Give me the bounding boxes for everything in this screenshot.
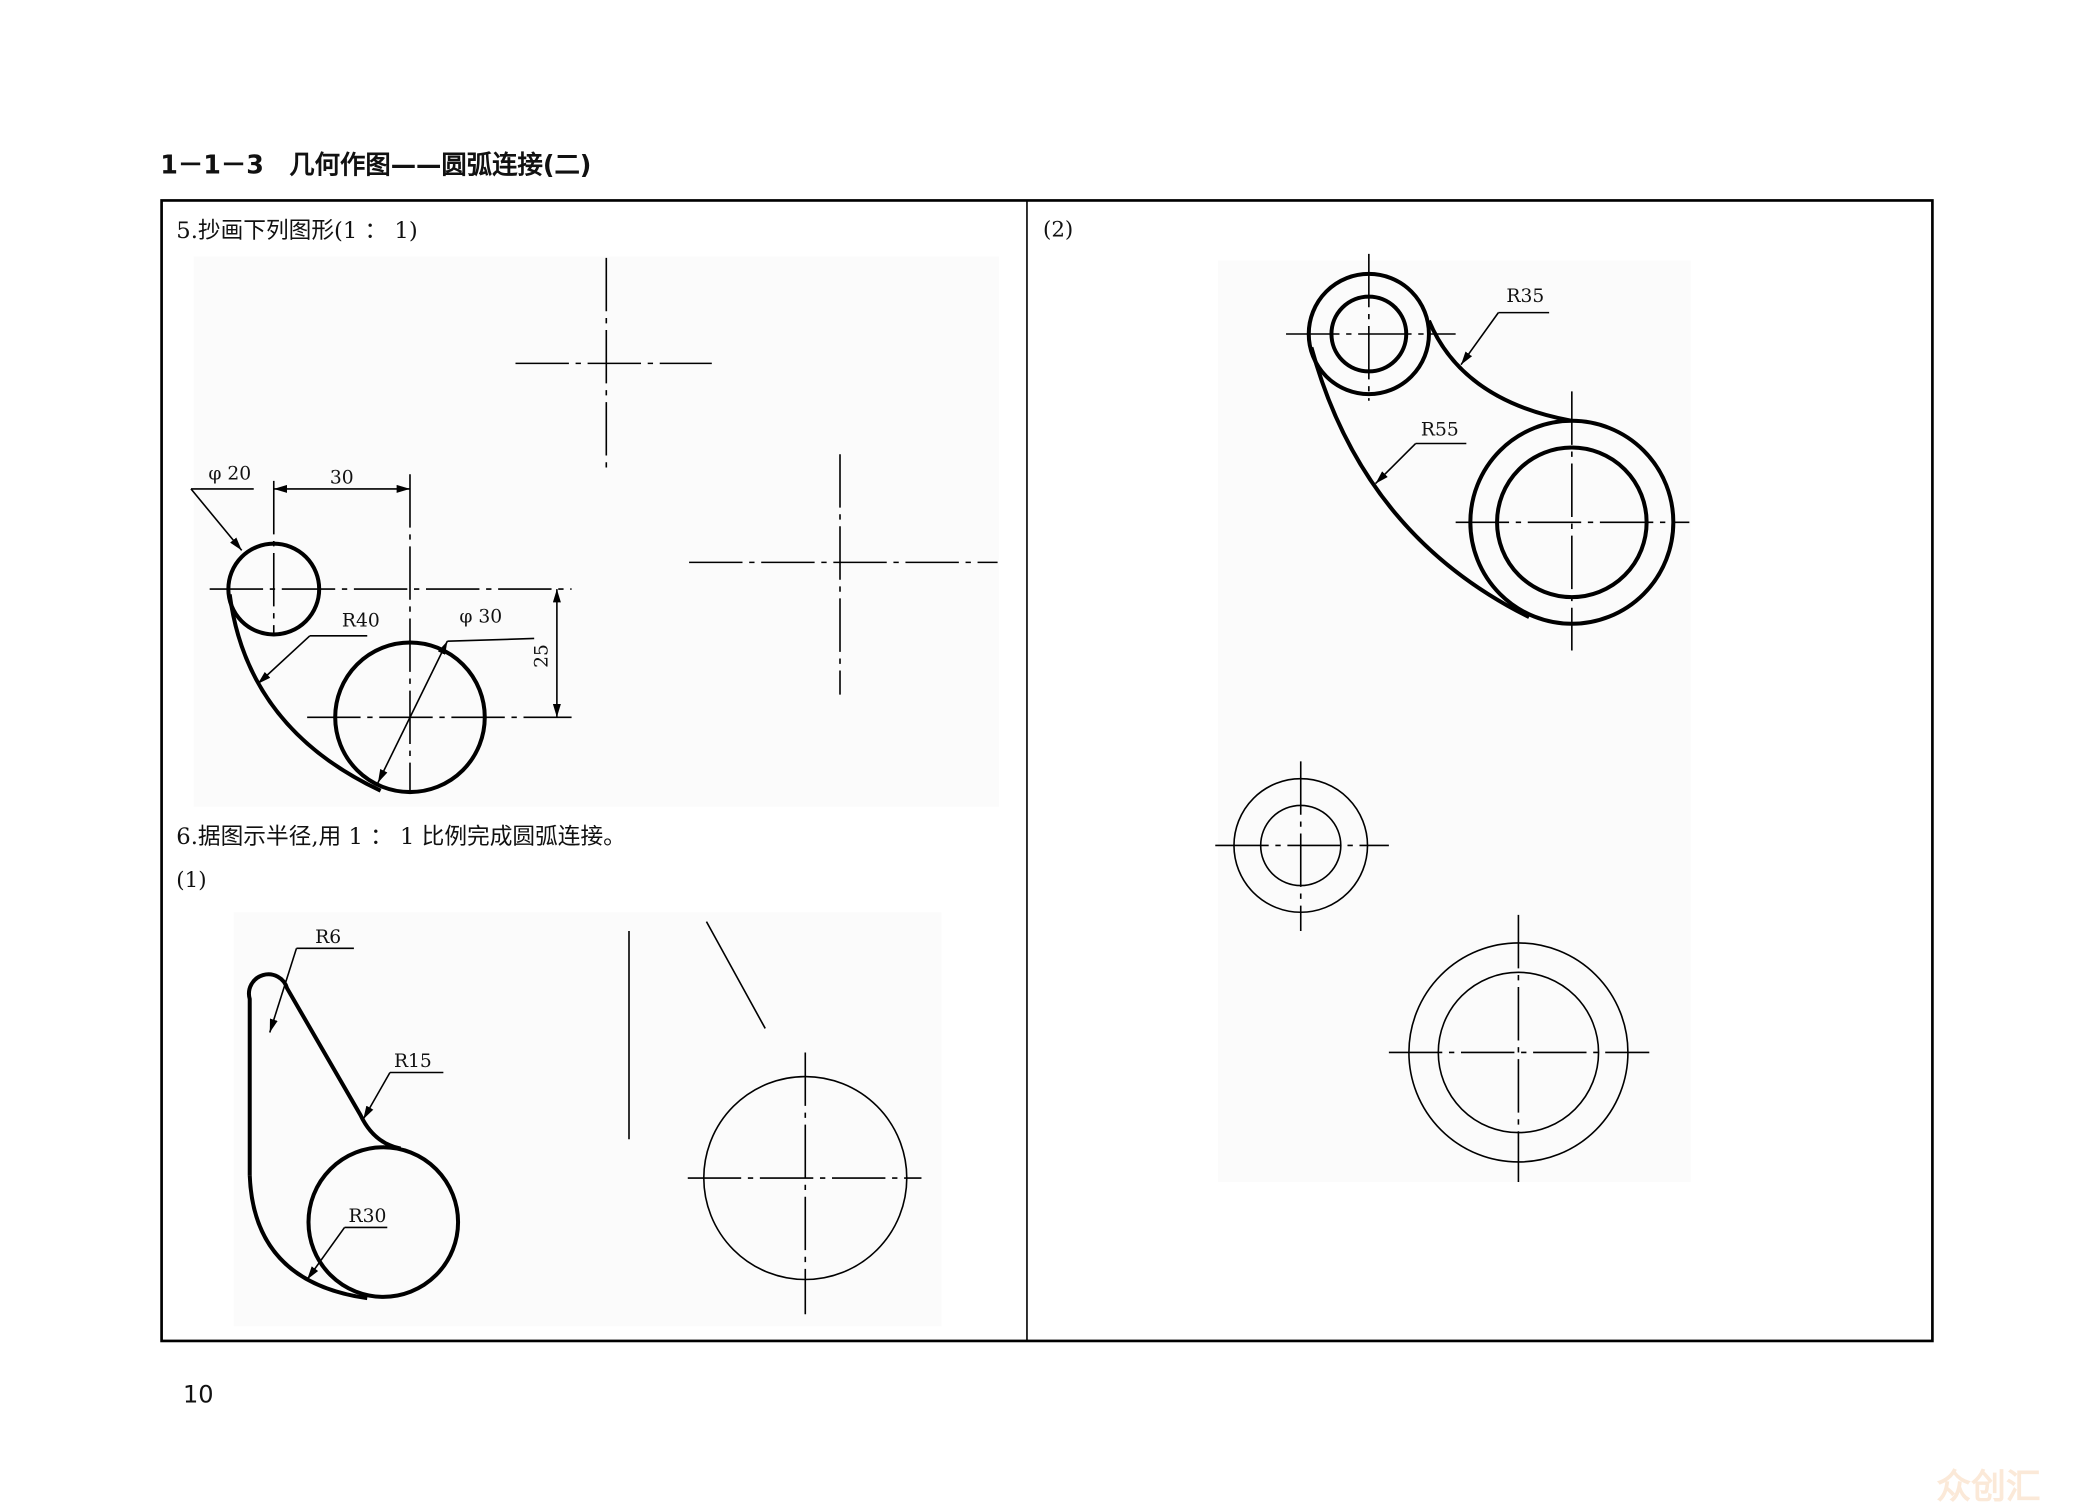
part2-blank-work <box>1215 761 1650 1183</box>
dim-r6-label: R6 <box>315 927 341 948</box>
exercise5-area <box>193 256 999 807</box>
dim-r15-label: R15 <box>394 1051 432 1072</box>
exercise5-reference-figure: 30 φ 20 R40 φ 30 25 <box>190 464 572 795</box>
exercise-frame <box>160 199 1934 1343</box>
part2-area <box>1217 260 1691 1183</box>
page-number: 10 <box>183 1380 214 1408</box>
r40-arc <box>227 594 382 793</box>
exercise5-blank-centerlines <box>515 257 998 695</box>
dim-r35-label: R35 <box>1506 286 1544 307</box>
watermark: 众创汇 <box>1936 1468 2040 1504</box>
dim-phi20-label: φ 20 <box>208 464 251 485</box>
part1-reference-figure: R6 R15 R30 <box>247 927 461 1301</box>
dim-30-label: 30 <box>330 468 354 489</box>
part2-reference-figure: R35 R55 <box>1286 253 1690 651</box>
page-title: 1－1－3 几何作图——圆弧连接(二) <box>160 150 591 180</box>
dim-phi30-label: φ 30 <box>459 606 502 627</box>
dim-r30-label: R30 <box>349 1206 387 1227</box>
part1-blank-work <box>628 921 922 1315</box>
dim-25-label: 25 <box>532 644 553 668</box>
dim-r40-label: R40 <box>342 610 380 631</box>
part1-area <box>233 912 942 1327</box>
exercise5-instruction: 5.抄画下列图形(1 ： 1) <box>176 218 417 244</box>
part1-label: (1) <box>176 868 206 893</box>
part2-label: (2) <box>1043 218 1073 243</box>
exercise6-instruction: 6.据图示半径,用 1 ： 1 比例完成圆弧连接。 <box>176 824 626 850</box>
dim-r55-label: R55 <box>1421 419 1459 440</box>
